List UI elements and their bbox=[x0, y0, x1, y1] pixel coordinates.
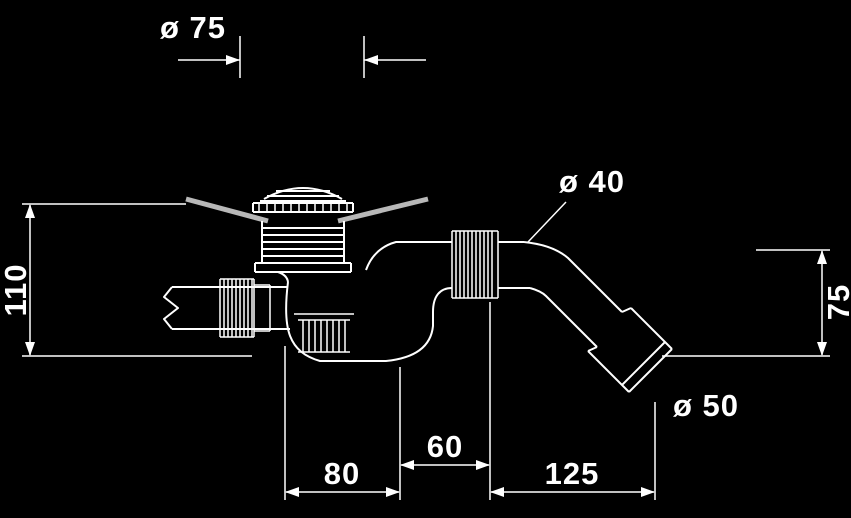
dim-height-left: 110 bbox=[0, 203, 252, 357]
dim-outlet-diameter: ø 50 bbox=[673, 388, 739, 423]
drain-body-threads bbox=[254, 221, 352, 273]
extension-lines-top bbox=[239, 36, 365, 78]
arrowhead-right-icon bbox=[226, 55, 240, 65]
arrowhead-up-icon bbox=[25, 204, 35, 218]
trap-pot-outline bbox=[277, 271, 434, 362]
drain-cover-ribs bbox=[258, 204, 348, 211]
arrowhead-down-icon bbox=[817, 342, 827, 356]
extension-lines-bottom bbox=[284, 302, 656, 500]
arrowhead-right-icon bbox=[641, 487, 655, 497]
leader-line bbox=[527, 201, 567, 243]
drain-assembly-drawing bbox=[163, 187, 673, 393]
inlet-pipe bbox=[163, 286, 290, 330]
dim-label-outlet-diameter: ø 50 bbox=[673, 388, 739, 423]
arrowhead-right-icon bbox=[476, 460, 490, 470]
arrowhead-up-icon bbox=[817, 250, 827, 264]
arrowhead-left-icon bbox=[364, 55, 378, 65]
arrowhead-right-icon bbox=[386, 487, 400, 497]
extension-lines-right bbox=[662, 249, 830, 357]
trap-inner-cylinder bbox=[294, 313, 354, 353]
outlet-pipe-stub bbox=[498, 241, 530, 289]
inlet-nut bbox=[219, 278, 271, 338]
dim-label-height-right: 75 bbox=[821, 284, 851, 320]
dim-label-width-center: 80 bbox=[324, 456, 360, 491]
outlet-elbow-diagonal bbox=[523, 241, 623, 348]
dim-label-top-diameter: ø 75 bbox=[160, 10, 226, 45]
dim-branch-diameter: ø 40 bbox=[527, 164, 625, 243]
outlet-nut-ribbed bbox=[451, 230, 499, 299]
extension-lines-left bbox=[22, 203, 252, 357]
arrowhead-down-icon bbox=[25, 342, 35, 356]
dim-top-diameter: ø 75 bbox=[160, 10, 426, 78]
outlet-socket bbox=[587, 307, 673, 393]
outlet-pipe-horizontal bbox=[365, 241, 453, 313]
arrowhead-left-icon bbox=[285, 487, 299, 497]
dim-label-width-outlet: 125 bbox=[545, 456, 600, 491]
dim-bottom-group: 80 60 125 bbox=[284, 302, 656, 500]
dim-label-width-branch: 60 bbox=[427, 429, 463, 464]
dim-height-right: 75 bbox=[662, 249, 851, 357]
arrowhead-left-icon bbox=[490, 487, 504, 497]
dim-label-height-left: 110 bbox=[0, 263, 33, 316]
shower-tray-line-right bbox=[337, 196, 429, 224]
shower-tray-line-left bbox=[185, 196, 269, 224]
drain-cover-dome bbox=[252, 187, 354, 213]
arrowhead-left-icon bbox=[400, 460, 414, 470]
dim-label-branch-diameter: ø 40 bbox=[559, 164, 625, 199]
